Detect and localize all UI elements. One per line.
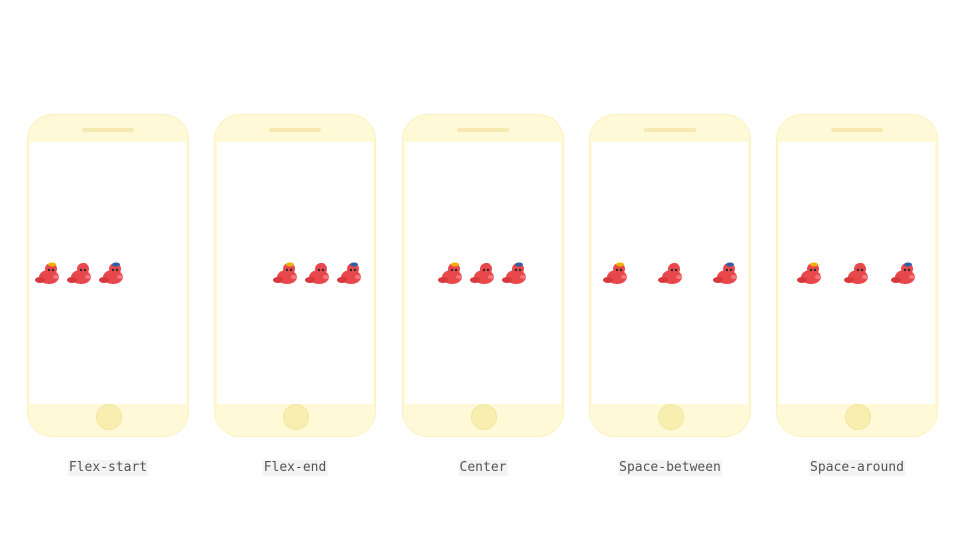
red-creature-icon — [502, 262, 526, 284]
red-creature-icon — [843, 263, 868, 284]
phone-screen — [217, 142, 373, 404]
red-creature-icon — [797, 262, 822, 284]
phone-center — [402, 114, 564, 437]
phone-screen — [592, 142, 748, 404]
caption-space-between: Space-between — [618, 460, 722, 476]
phone-space-around — [776, 114, 938, 437]
phone-screen — [779, 142, 935, 404]
phone-speaker — [457, 128, 509, 132]
caption-center: Center — [458, 460, 508, 476]
red-creature-icon — [890, 262, 915, 284]
home-button — [96, 404, 122, 430]
home-button — [283, 404, 309, 430]
phone-flex-end — [214, 114, 376, 437]
red-creature-icon — [305, 263, 329, 284]
caption-space-around: Space-around — [809, 460, 905, 476]
caption-flex-start: Flex-start — [67, 460, 149, 476]
phone-speaker — [831, 128, 883, 132]
red-creature-icon — [658, 263, 682, 284]
phone-speaker — [269, 128, 321, 132]
phone-speaker — [644, 128, 696, 132]
red-creature-icon — [438, 262, 462, 284]
red-creature-icon — [713, 262, 737, 284]
home-button — [845, 404, 871, 430]
red-creature-icon — [67, 263, 91, 284]
phone-screen — [405, 142, 561, 404]
phone-screen — [30, 142, 186, 404]
home-button — [658, 404, 684, 430]
red-creature-icon — [273, 262, 297, 284]
red-creature-icon — [99, 262, 123, 284]
red-creature-icon — [470, 263, 494, 284]
phone-speaker — [82, 128, 134, 132]
red-creature-icon — [35, 262, 59, 284]
caption-flex-end: Flex-end — [262, 460, 328, 476]
phone-space-between — [589, 114, 751, 437]
red-creature-icon — [337, 262, 361, 284]
red-creature-icon — [603, 262, 627, 284]
home-button — [471, 404, 497, 430]
phone-flex-start — [27, 114, 189, 437]
